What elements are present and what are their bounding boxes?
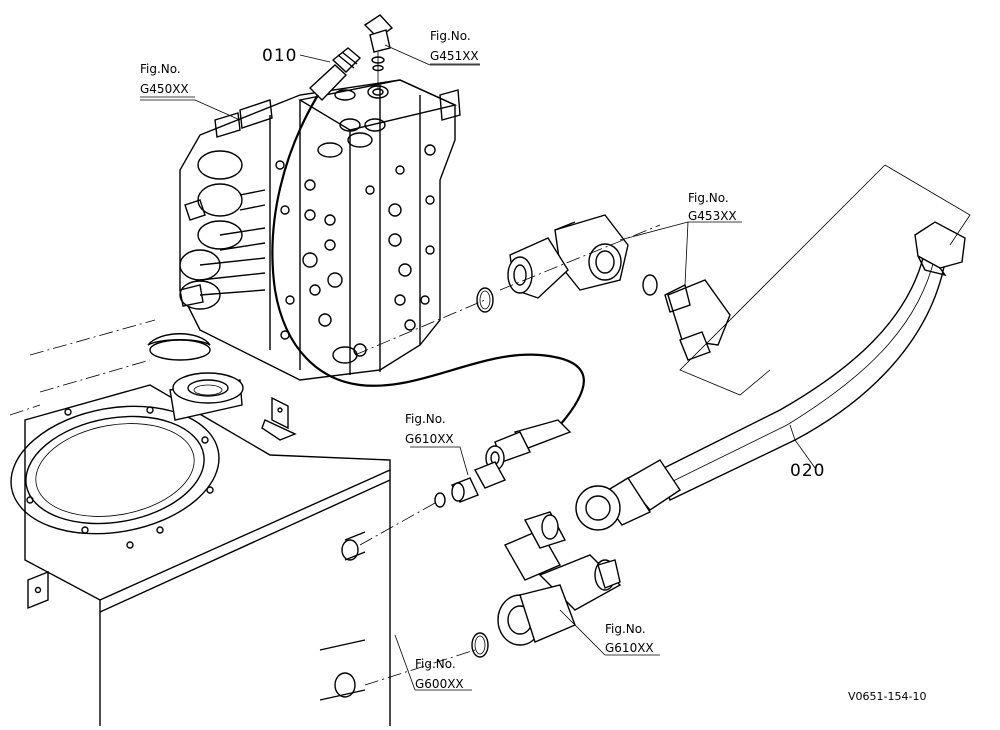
gasket-and-flange <box>147 333 297 441</box>
ref-g453: Fig.No. G453XX <box>688 191 737 223</box>
top-elbow-fitting <box>363 14 394 90</box>
label-part-020: 020 <box>790 461 825 481</box>
ref-code: G600XX <box>415 677 464 691</box>
ref-g600: Fig.No. G600XX <box>415 657 464 691</box>
ref-prefix: Fig.No. <box>415 657 456 671</box>
sensor-adapter-g610 <box>359 461 506 546</box>
hydraulic-hose <box>575 164 971 531</box>
ref-g450: Fig.No. G450XX <box>140 62 195 98</box>
ref-code: G610XX <box>605 641 654 655</box>
ref-prefix: Fig.No. <box>605 622 646 636</box>
drawing-code: V0651-154-10 <box>848 690 926 703</box>
ref-prefix: Fig.No. <box>405 412 446 426</box>
part-number-020: 020 <box>790 461 825 481</box>
ref-code: G451XX <box>430 49 479 63</box>
tee-fitting-g610 <box>364 511 622 686</box>
ref-g610-lower: Fig.No. G610XX <box>605 622 654 655</box>
label-part-010: 010 <box>262 46 297 66</box>
ref-code: G610XX <box>405 432 454 446</box>
ref-g451: Fig.No. G451XX <box>430 29 480 65</box>
ref-g610-upper: Fig.No. G610XX <box>405 412 454 446</box>
elbow-fitting-g453 <box>354 214 731 361</box>
leader-lines <box>140 44 816 691</box>
transmission-housing <box>9 319 391 726</box>
control-valve-assembly <box>179 79 461 381</box>
sensor-cable-assembly <box>271 47 585 471</box>
part-number-010: 010 <box>262 46 297 66</box>
ref-prefix: Fig.No. <box>140 62 181 76</box>
ref-code: G453XX <box>688 209 737 223</box>
ref-prefix: Fig.No. <box>688 191 729 205</box>
ref-code: G450XX <box>140 82 189 96</box>
ref-prefix: Fig.No. <box>430 29 471 43</box>
